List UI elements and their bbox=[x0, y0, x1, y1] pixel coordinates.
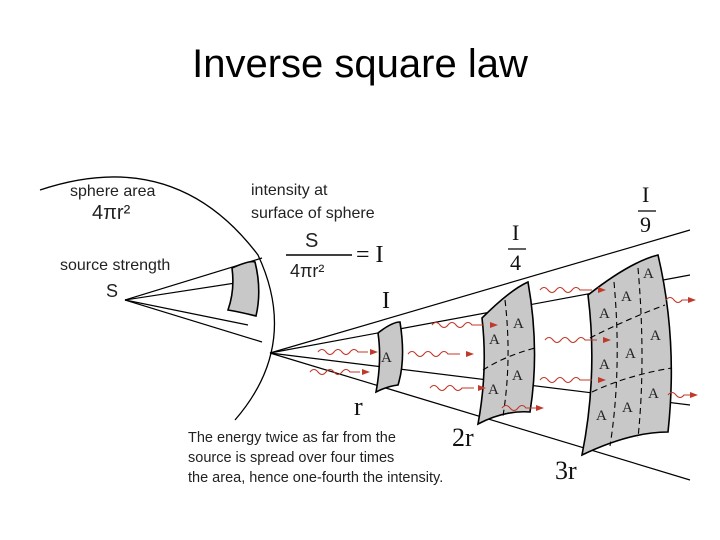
patch-2r-letter-4: A bbox=[512, 368, 523, 384]
caption-line-3: the area, hence one-fourth the intensity… bbox=[188, 470, 443, 486]
fraction-numerator: S bbox=[305, 230, 318, 252]
caption-line-1: The energy twice as far from the bbox=[188, 430, 396, 446]
intensity-2r-numerator: I bbox=[512, 220, 519, 245]
caption-line-2: source is spread over four times bbox=[188, 450, 394, 466]
patch-3r-letter-4: A bbox=[599, 357, 610, 373]
source-symbol: S bbox=[106, 281, 118, 301]
patch-3r-letter-9: A bbox=[648, 386, 659, 402]
intensity-3r-denominator: 9 bbox=[640, 212, 651, 237]
distance-r-label: r bbox=[354, 392, 363, 421]
patch-r: A bbox=[374, 321, 404, 394]
patch-3r-letter-8: A bbox=[622, 400, 633, 416]
energy-waves bbox=[309, 286, 698, 412]
patch-2r-letter-3: A bbox=[488, 382, 499, 398]
intensity-r: I bbox=[382, 288, 390, 314]
source-patch bbox=[226, 260, 260, 317]
sphere-area-label: sphere area bbox=[70, 183, 155, 200]
patch-2r-letter-1: A bbox=[489, 332, 500, 348]
patch-3r-letter-1: A bbox=[599, 306, 610, 322]
patch-r-letter: A bbox=[381, 350, 392, 366]
slide-title: Inverse square law bbox=[192, 42, 528, 86]
distance-3r-label: 3r bbox=[555, 456, 577, 485]
patch-3r-letter-6: A bbox=[650, 328, 661, 344]
patch-3r-letter-7: A bbox=[596, 408, 607, 424]
patch-2r-letter-2: A bbox=[513, 316, 524, 332]
patch-3r-letter-2: A bbox=[621, 289, 632, 305]
fraction-denominator: 4πr² bbox=[290, 261, 324, 281]
intensity-label-line1: intensity at bbox=[251, 182, 328, 199]
intensity-2r-denominator: 4 bbox=[510, 250, 521, 275]
patch-3r-letter-5: A bbox=[625, 346, 636, 362]
sphere-arc bbox=[39, 176, 276, 421]
source-strength-label: source strength bbox=[60, 257, 170, 274]
patch-3r-letter-3: A bbox=[643, 266, 654, 282]
patch-3r: A A A A A A A A A bbox=[580, 254, 673, 457]
intensity-label-line2: surface of sphere bbox=[251, 205, 375, 222]
equals-intensity: = I bbox=[356, 242, 384, 268]
sphere-area-formula: 4πr² bbox=[92, 202, 131, 224]
distance-2r-label: 2r bbox=[452, 423, 474, 452]
patch-2r: A A A A bbox=[476, 280, 536, 426]
intensity-3r-numerator: I bbox=[642, 182, 649, 207]
